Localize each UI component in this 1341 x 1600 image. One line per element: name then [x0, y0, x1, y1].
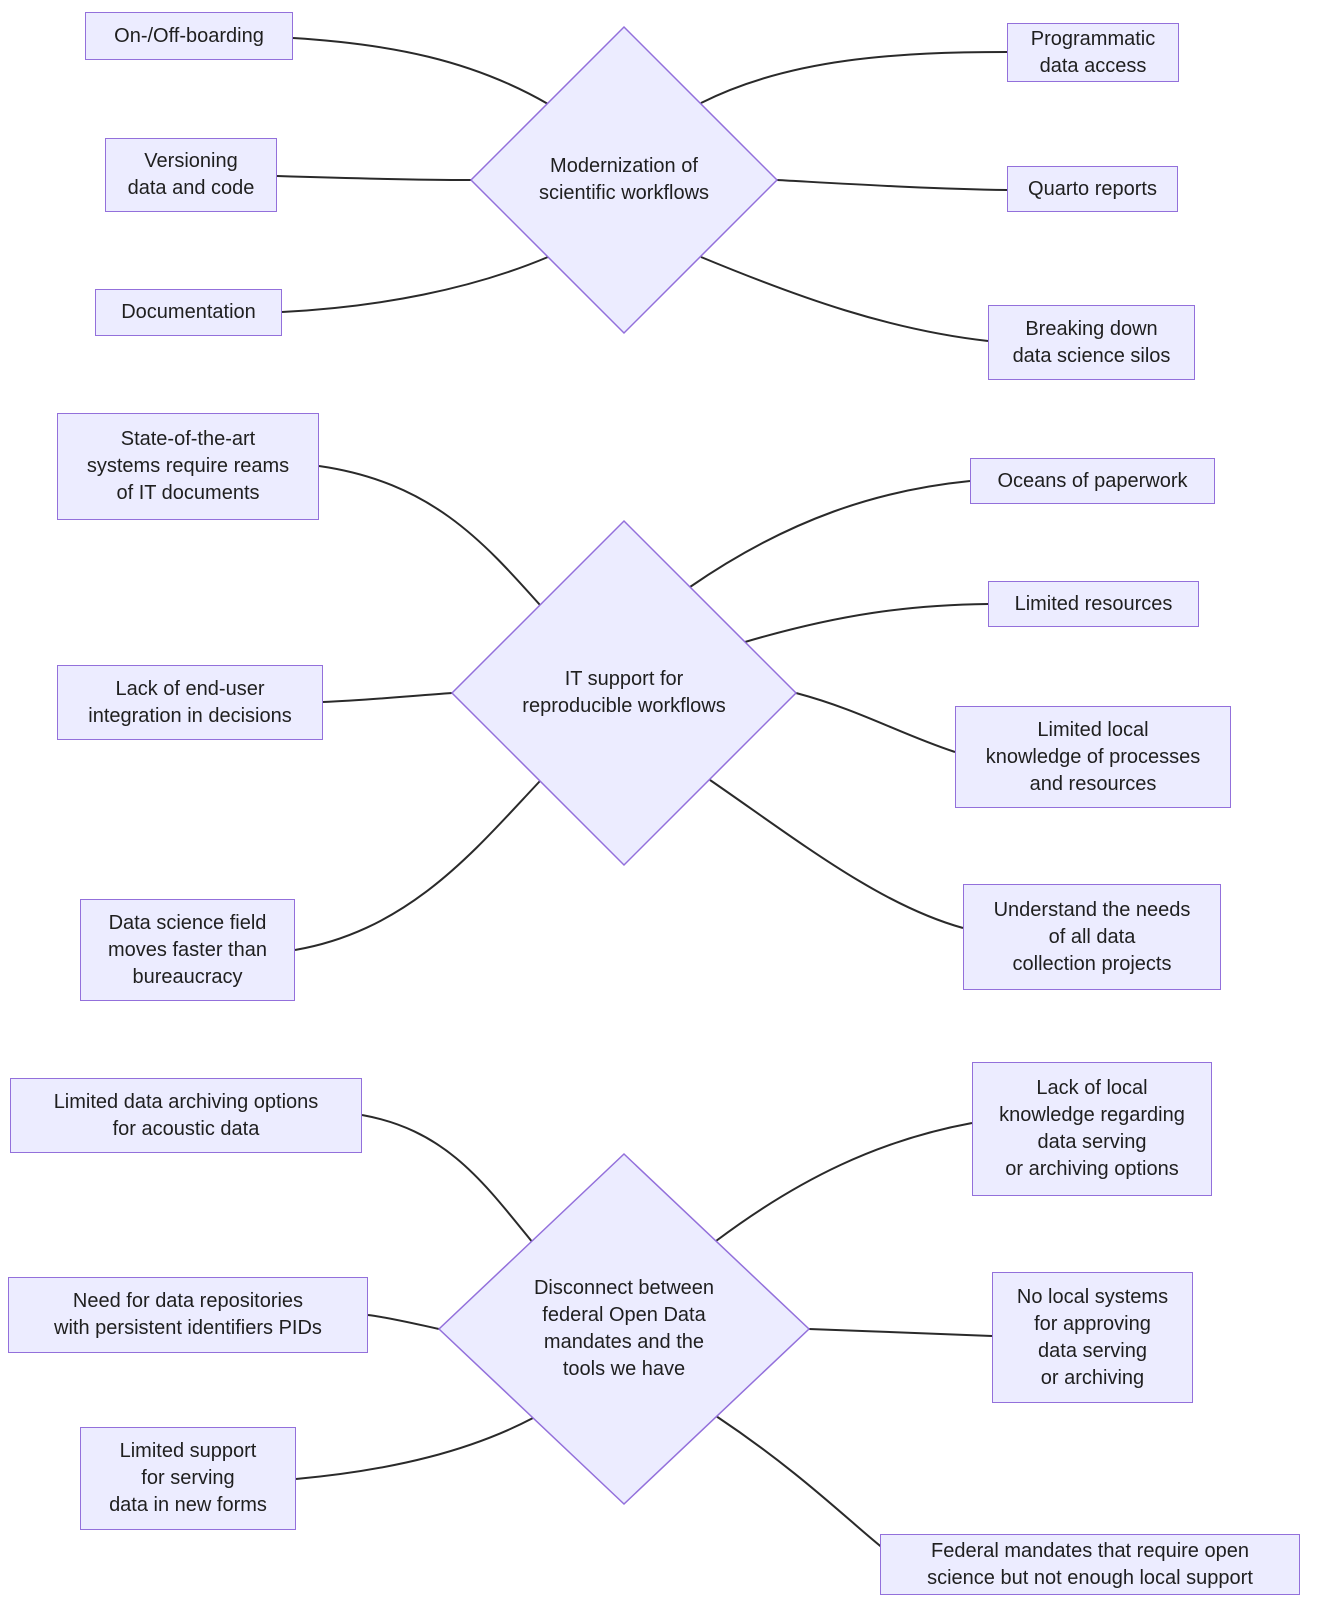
edge-onboarding-modernization	[292, 37, 549, 105]
edge-itsupport-paperwork	[689, 480, 971, 588]
diamond-modernization-shape	[469, 25, 779, 335]
edge-modernization-quarto	[776, 179, 1008, 191]
node-label: Limited support for serving data in new …	[109, 1440, 267, 1516]
edge-pids-disconnect	[367, 1314, 440, 1330]
node-limited-serving-support: Limited support for serving data in new …	[80, 1427, 296, 1530]
edge-acoustic-disconnect	[361, 1114, 534, 1244]
node-limited-archiving-acoustic: Limited data archiving options for acous…	[10, 1078, 362, 1153]
diamond-it-support-shape	[450, 519, 798, 867]
node-label: Data science field moves faster than bur…	[108, 911, 267, 988]
node-lack-knowledge-serving: Lack of local knowledge regarding data s…	[972, 1062, 1212, 1196]
node-breaking-silos: Breaking down data science silos	[988, 305, 1195, 380]
node-state-of-the-art-it-docs: State-of-the-art systems require reams o…	[57, 413, 319, 520]
node-limited-resources: Limited resources	[988, 581, 1199, 627]
node-repositories-pids: Need for data repositories with persiste…	[8, 1277, 368, 1353]
node-field-faster-than-bureaucracy: Data science field moves faster than bur…	[80, 899, 295, 1001]
edge-disconnect-federalmandates	[715, 1415, 885, 1550]
node-label: Oceans of paperwork	[997, 469, 1188, 492]
node-end-user-integration: Lack of end-user integration in decision…	[57, 665, 323, 740]
node-label: Limited data archiving options for acous…	[53, 1090, 319, 1140]
edge-enduser-itsupport	[322, 692, 453, 703]
node-label: Lack of local knowledge regarding data s…	[999, 1077, 1185, 1180]
node-label: Documentation	[121, 301, 256, 323]
node-label: No local systems for approving data serv…	[1016, 1285, 1169, 1389]
node-federal-mandates: Federal mandates that require open scien…	[880, 1534, 1300, 1595]
node-on-off-boarding: On-/Off-boarding	[85, 12, 293, 60]
edge-versioning-modernization	[276, 175, 472, 181]
node-label: Federal mandates that require open scien…	[927, 1539, 1253, 1589]
edge-itsupport-needs	[709, 779, 964, 929]
edge-itsupport-localknowledge	[795, 692, 956, 753]
edge-itsupport-resources	[744, 603, 989, 643]
node-quarto-reports: Quarto reports	[1007, 166, 1178, 212]
edge-modernization-programmatic	[700, 51, 1008, 104]
node-label: Lack of end-user integration in decision…	[88, 677, 292, 727]
node-documentation: Documentation	[95, 289, 282, 336]
node-versioning: Versioning data and code	[105, 138, 277, 212]
node-label: Programmatic data access	[1030, 27, 1156, 77]
node-label: Limited local knowledge of processes and…	[985, 718, 1201, 795]
edge-stateoftheart-itsupport	[318, 465, 541, 606]
node-programmatic-access: Programmatic data access	[1007, 23, 1179, 82]
edge-disconnect-nolocalsystems	[808, 1328, 993, 1337]
node-oceans-paperwork: Oceans of paperwork	[970, 458, 1215, 504]
node-label: State-of-the-art systems require reams o…	[86, 428, 290, 504]
node-label: Versioning data and code	[127, 150, 255, 199]
edge-disconnect-lackknowledge	[715, 1122, 973, 1242]
node-label: Understand the needs of all data collect…	[993, 898, 1191, 975]
edge-newforms-disconnect	[295, 1417, 534, 1480]
node-label: Breaking down data science silos	[1012, 317, 1171, 367]
node-understand-needs: Understand the needs of all data collect…	[963, 884, 1221, 990]
node-label: On-/Off-boarding	[114, 24, 264, 47]
diamond-open-data-shape	[437, 1152, 811, 1506]
edge-bureaucracy-itsupport	[294, 780, 541, 951]
node-no-local-systems: No local systems for approving data serv…	[992, 1272, 1193, 1403]
node-label: Limited resources	[1014, 592, 1173, 615]
node-label: Quarto reports	[1028, 177, 1157, 200]
edge-modernization-silos	[700, 256, 989, 342]
edge-documentation-modernization	[281, 256, 549, 313]
node-limited-local-knowledge: Limited local knowledge of processes and…	[955, 706, 1231, 808]
node-label: Need for data repositories with persiste…	[54, 1290, 322, 1339]
